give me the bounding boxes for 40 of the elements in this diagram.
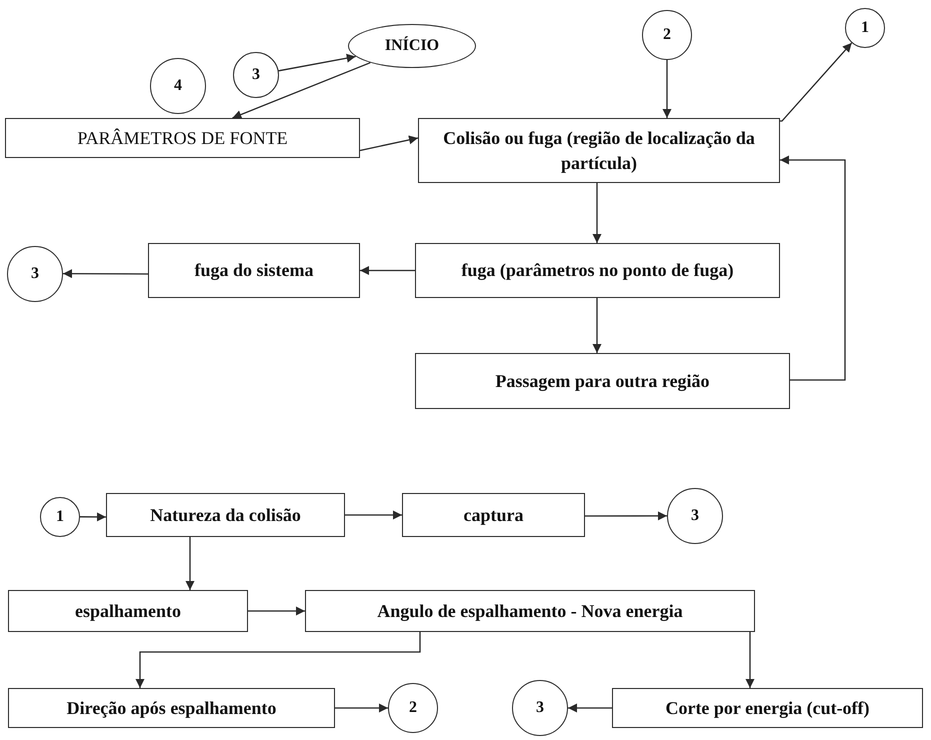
connector-circle: 3 [667,488,723,544]
connector-circle: 3 [512,680,568,736]
arrow [136,632,421,688]
arrow [232,62,371,119]
arrow [360,136,418,152]
arrow [63,269,148,278]
arrow [360,266,415,275]
process-box: Angulo de espalhamento - Nova energia [305,590,755,632]
process-box: Colisão ou fuga (região de localização da partícula) [418,118,780,183]
arrow [248,606,305,616]
connector-circle: 2 [388,683,438,733]
start-ellipse: INÍCIO [348,24,476,68]
connector-circle: 1 [40,497,80,537]
arrow [278,54,356,72]
connector-circle: 4 [150,58,206,114]
connector-circle: 1 [845,8,885,48]
arrow [592,183,602,243]
process-box: Natureza da colisão [106,493,345,537]
arrow [662,60,672,118]
process-box: espalhamento [8,590,248,632]
arrow [780,42,852,122]
connector-circle: 3 [7,246,63,302]
arrow [746,632,754,688]
arrow [345,510,402,520]
arrow [568,704,612,712]
connector-circle: 3 [233,52,279,98]
process-box: PARÂMETROS DE FONTE [5,118,360,158]
process-box: Passagem para outra região [415,353,790,409]
process-box: fuga (parâmetros no ponto de fuga) [415,243,780,298]
arrow [186,537,194,590]
process-box: fuga do sistema [148,243,360,298]
process-box: Corte por energia (cut-off) [612,688,923,728]
arrow [335,704,388,712]
process-box: Direção após espalhamento [8,688,335,728]
arrow [592,298,602,353]
connector-circle: 2 [642,10,692,60]
arrow [585,511,667,520]
arrow [80,512,106,522]
process-box: captura [402,493,585,537]
arrow [780,156,846,381]
